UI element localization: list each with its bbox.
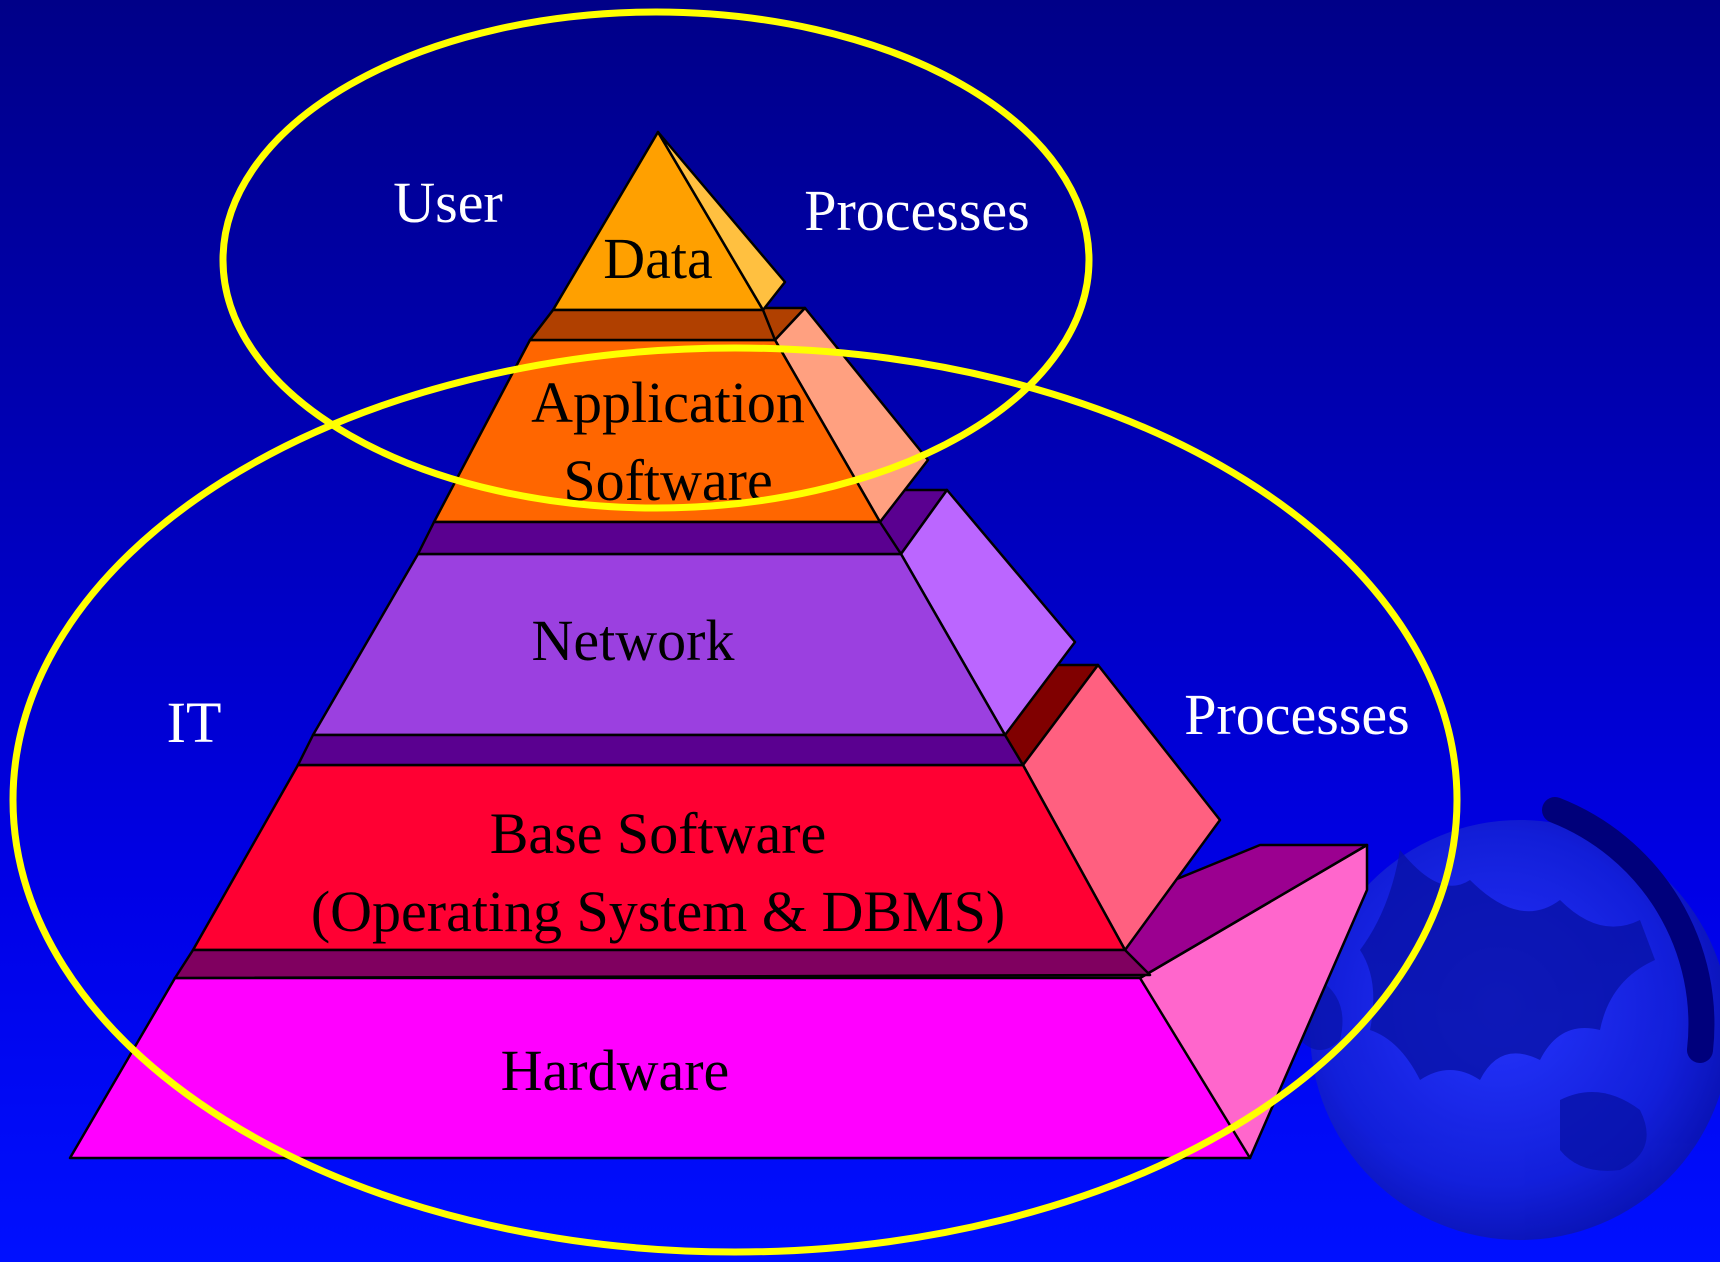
user-processes-ring xyxy=(219,8,1093,512)
application-label-line1: Application xyxy=(531,370,805,435)
layer-application-software: Application Software xyxy=(416,306,930,556)
base-software-label-line2: (Operating System & DBMS) xyxy=(311,879,1005,944)
hardware-label: Hardware xyxy=(501,1038,730,1103)
data-label: Data xyxy=(603,226,713,291)
user-processes-label: Processes xyxy=(804,178,1030,243)
user-label: User xyxy=(393,170,503,235)
layer-hardware: Hardware xyxy=(68,843,1369,1160)
base-software-label-line1: Base Software xyxy=(490,801,827,866)
it-processes-label: Processes xyxy=(1184,682,1410,747)
it-label: IT xyxy=(167,690,222,755)
layer-data: Data xyxy=(528,130,787,342)
it-processes-ring xyxy=(9,344,1461,1256)
network-label: Network xyxy=(532,608,735,673)
